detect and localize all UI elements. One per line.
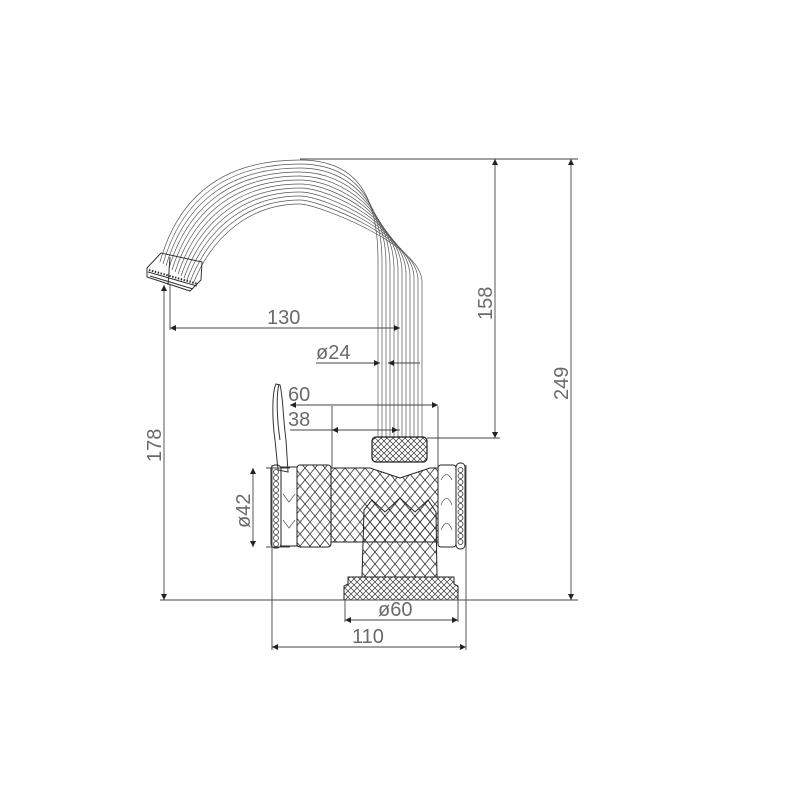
dim-249: 249 [551,367,573,400]
faucet-body [270,462,466,601]
handle-lever [272,383,289,473]
dim-178: 178 [144,429,166,462]
dim-130: 130 [267,307,300,329]
dim-d60: ø60 [378,599,412,621]
dim-158: 158 [475,287,497,320]
dim-60: 60 [288,384,310,406]
dim-110: 110 [352,626,384,648]
extension-lines [160,158,578,650]
dim-d42: ø42 [233,494,255,528]
spout [159,159,423,438]
dim-38: 38 [288,409,310,431]
dim-d24: ø24 [316,342,350,364]
spout-nut [371,436,428,463]
aerator [146,252,203,292]
